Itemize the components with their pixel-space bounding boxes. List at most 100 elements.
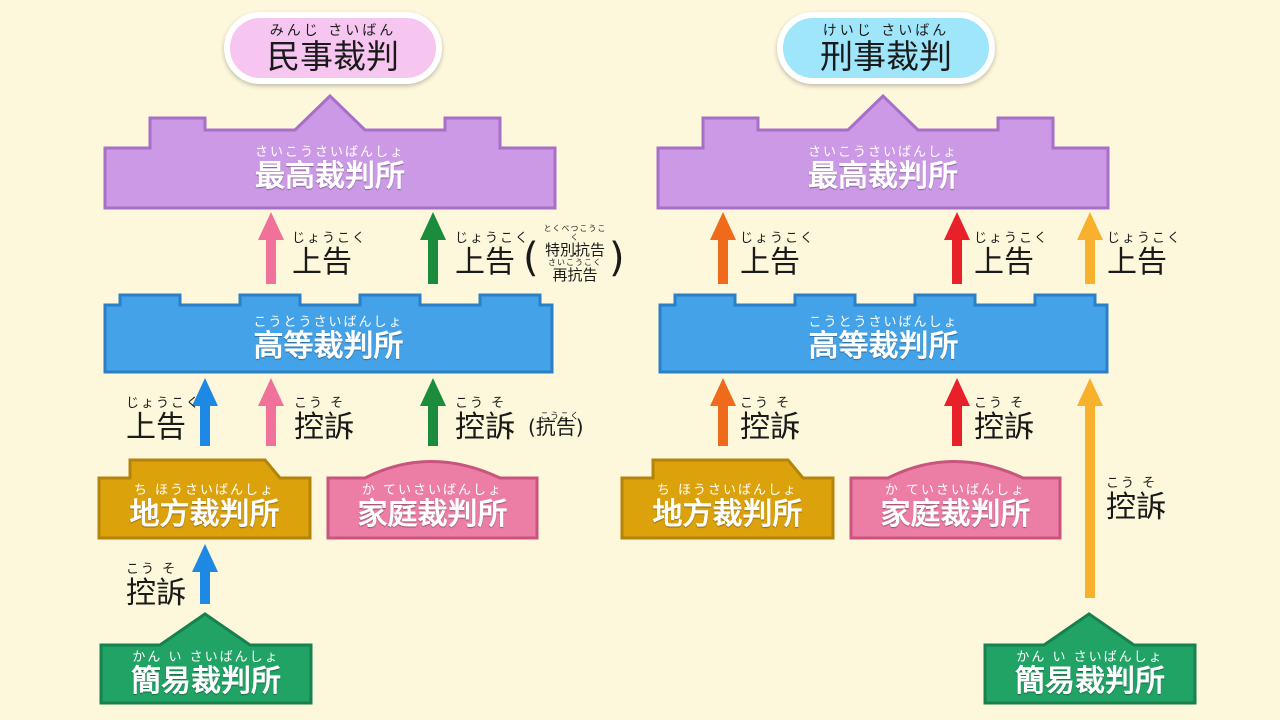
re-appeal-label: さいこうこく 再抗告 [543, 258, 607, 283]
arrow-civil-blue-koso [192, 544, 218, 604]
paren-close: ) [609, 235, 625, 281]
criminal-family-court-label: 家庭裁判所 [880, 497, 1031, 532]
civil-high-court-label: 高等裁判所 [253, 329, 404, 364]
criminal-supreme-shape [656, 93, 1110, 210]
criminal-high-shape [658, 293, 1109, 374]
criminal-summary-court-ruby: かん い さいばんしょ [1016, 650, 1164, 665]
special-appeal-dot: ・ [568, 247, 581, 261]
arrow-criminal-yellow-koso [1077, 378, 1103, 598]
civil-koso-label-1: こう そ 控訴 [294, 397, 354, 445]
civil-district-court: ち ほうさいばんしょ 地方裁判所 [99, 484, 310, 532]
criminal-family-shape [849, 460, 1062, 540]
appeal-ruby: じょうこく [126, 396, 202, 411]
criminal-district-shape [620, 458, 835, 540]
civil-family-shape [326, 460, 539, 540]
criminal-family-court: か ていさいばんしょ 家庭裁判所 [851, 484, 1060, 532]
appeal-text: 上告 [455, 245, 515, 280]
criminal-koso-label-2: こう そ 控訴 [974, 397, 1034, 445]
arrow-civil-green-jokoku [420, 212, 446, 284]
civil-family-court: か ていさいばんしょ 家庭裁判所 [328, 484, 537, 532]
criminal-district-court: ち ほうさいばんしょ 地方裁判所 [622, 484, 833, 532]
civil-summary-court-ruby: かん い さいばんしょ [132, 650, 280, 665]
appeal-ruby: じょうこく [974, 231, 1050, 246]
arrow-criminal-red-koso [944, 378, 970, 446]
re-appeal-text: 再抗告 [552, 266, 598, 284]
criminal-district-court-label: 地方裁判所 [652, 497, 803, 532]
criminal-summary-shape [983, 612, 1197, 705]
appeal-ruby: じょうこく [1107, 231, 1183, 246]
appeal-ruby: こう そ [126, 562, 178, 577]
criminal-supreme-court: さいこうさいばんしょ 最高裁判所 [658, 146, 1108, 194]
appeal-ruby: こう そ [1106, 476, 1158, 491]
appeal-ruby: こう そ [294, 396, 346, 411]
appeal-text: 控訴 [740, 410, 800, 445]
paren-open: ( [523, 235, 539, 281]
appeal-text: 上告 [126, 410, 186, 445]
appeal-ruby: こう そ [455, 396, 507, 411]
special-appeal-text: 特別抗告 [544, 241, 605, 259]
civil-trial-title-ruby: みんじ さいばん [269, 23, 397, 39]
appeal-text: 控訴 [974, 410, 1034, 445]
criminal-trial-title-ruby: けいじ さいばん [822, 23, 950, 39]
civil-district-shape [97, 458, 312, 540]
special-appeal-ruby: とくべつこうこく [543, 224, 607, 242]
civil-jokoku-label-3: じょうこく 上告 [126, 397, 201, 445]
criminal-supreme-court-ruby: さいこうさいばんしょ [807, 145, 958, 160]
criminal-summary-court-label: 簡易裁判所 [1015, 664, 1165, 699]
appeal-ruby: じょうこく [292, 231, 368, 246]
koukoku-text: (抗告) [528, 415, 584, 439]
appeal-text: 控訴 [126, 576, 186, 611]
civil-family-court-ruby: か ていさいばんしょ [361, 483, 504, 498]
appeal-text: 上告 [740, 245, 800, 280]
civil-jokoku-label-1: じょうこく 上告 [292, 232, 367, 280]
appeal-ruby: こう そ [740, 396, 792, 411]
criminal-jokoku-label-1: じょうこく 上告 [740, 232, 815, 280]
criminal-koso-label-1: こう そ 控訴 [740, 397, 800, 445]
arrow-criminal-red-jokoku [944, 212, 970, 284]
criminal-high-court-ruby: こうとうさいばんしょ [808, 315, 959, 330]
appeal-text: 控訴 [1106, 490, 1166, 525]
appeal-ruby: じょうこく [740, 231, 816, 246]
arrow-civil-green-koso [420, 378, 446, 446]
civil-summary-court: かん い さいばんしょ 簡易裁判所 [101, 651, 311, 699]
appeal-ruby: こう そ [974, 396, 1026, 411]
criminal-trial-title-text: 刑事裁判 [820, 37, 952, 76]
appeal-text: 上告 [292, 245, 352, 280]
civil-koso-label-3: こう そ 控訴 [126, 563, 186, 611]
arrow-criminal-orange-jokoku [710, 212, 736, 284]
civil-supreme-court-ruby: さいこうさいばんしょ [254, 145, 405, 160]
criminal-family-court-ruby: か ていさいばんしょ [884, 483, 1027, 498]
civil-high-court-ruby: こうとうさいばんしょ [253, 315, 404, 330]
criminal-trial-title: けいじ さいばん 刑事裁判 [777, 12, 995, 84]
civil-supreme-court: さいこうさいばんしょ 最高裁判所 [105, 146, 555, 194]
criminal-jokoku-label-2: じょうこく 上告 [974, 232, 1049, 280]
arrow-criminal-orange-koso [710, 378, 736, 446]
appeal-text: 控訴 [455, 410, 515, 445]
civil-koso-label-2: こう そ 控訴 [455, 397, 515, 445]
appeal-ruby: じょうこく [455, 231, 531, 246]
criminal-supreme-court-label: 最高裁判所 [808, 159, 958, 194]
civil-trial-title-text: 民事裁判 [267, 37, 399, 76]
civil-supreme-shape [103, 93, 557, 210]
criminal-district-court-ruby: ち ほうさいばんしょ [656, 483, 799, 498]
civil-summary-shape [99, 612, 313, 705]
koukoku-ruby: こうこく [540, 412, 581, 422]
arrow-civil-pink-jokoku [258, 212, 284, 284]
criminal-high-court-label: 高等裁判所 [808, 329, 959, 364]
arrow-civil-pink-koso [258, 378, 284, 446]
civil-supreme-court-label: 最高裁判所 [255, 159, 405, 194]
civil-family-court-label: 家庭裁判所 [357, 497, 508, 532]
criminal-high-court: こうとうさいばんしょ 高等裁判所 [660, 316, 1107, 364]
criminal-summary-court: かん い さいばんしょ 簡易裁判所 [985, 651, 1195, 699]
appeal-text: 控訴 [294, 410, 354, 445]
criminal-koso-label-3: こう そ 控訴 [1106, 477, 1166, 525]
arrow-civil-blue-jokoku [192, 378, 218, 446]
appeal-text: 上告 [974, 245, 1034, 280]
civil-high-shape [103, 293, 554, 374]
civil-trial-title: みんじ さいばん 民事裁判 [224, 12, 442, 84]
re-appeal-ruby: さいこうこく [548, 258, 602, 267]
civil-high-court: こうとうさいばんしょ 高等裁判所 [105, 316, 552, 364]
arrow-criminal-yellow-jokoku [1077, 212, 1103, 284]
civil-district-court-label: 地方裁判所 [129, 497, 280, 532]
